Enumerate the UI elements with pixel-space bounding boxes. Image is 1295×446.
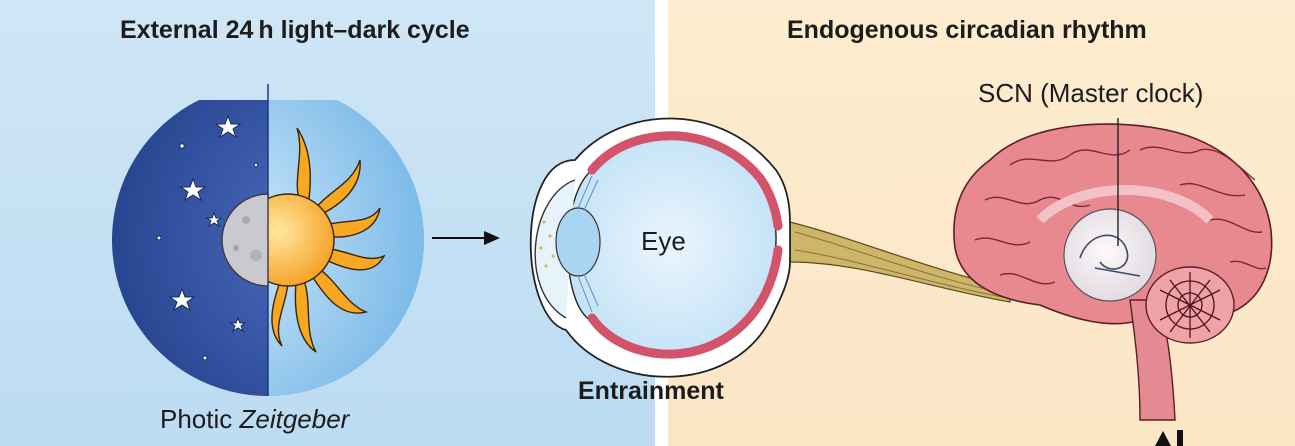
cerebellum <box>1146 267 1234 343</box>
light-dark-globe <box>112 84 424 396</box>
zeitgeber-prefix: Photic <box>160 404 240 434</box>
zeitgeber-italic: Zeitgeber <box>240 404 350 434</box>
zeitgeber-label: Photic Zeitgeber <box>160 404 349 435</box>
external-cycle-heading: External 24 h light–dark cycle <box>120 16 470 45</box>
entrainment-label: Entrainment <box>578 377 724 406</box>
arrow-up-icon <box>1155 430 1183 446</box>
brain-icon <box>954 118 1272 420</box>
eye-label: Eye <box>641 226 686 257</box>
scn-highlight <box>1064 209 1156 301</box>
endogenous-rhythm-heading: Endogenous circadian rhythm <box>787 16 1147 45</box>
scn-label: SCN (Master clock) <box>978 78 1203 109</box>
eye-icon <box>531 118 1010 376</box>
arrow-right-icon <box>432 231 500 245</box>
